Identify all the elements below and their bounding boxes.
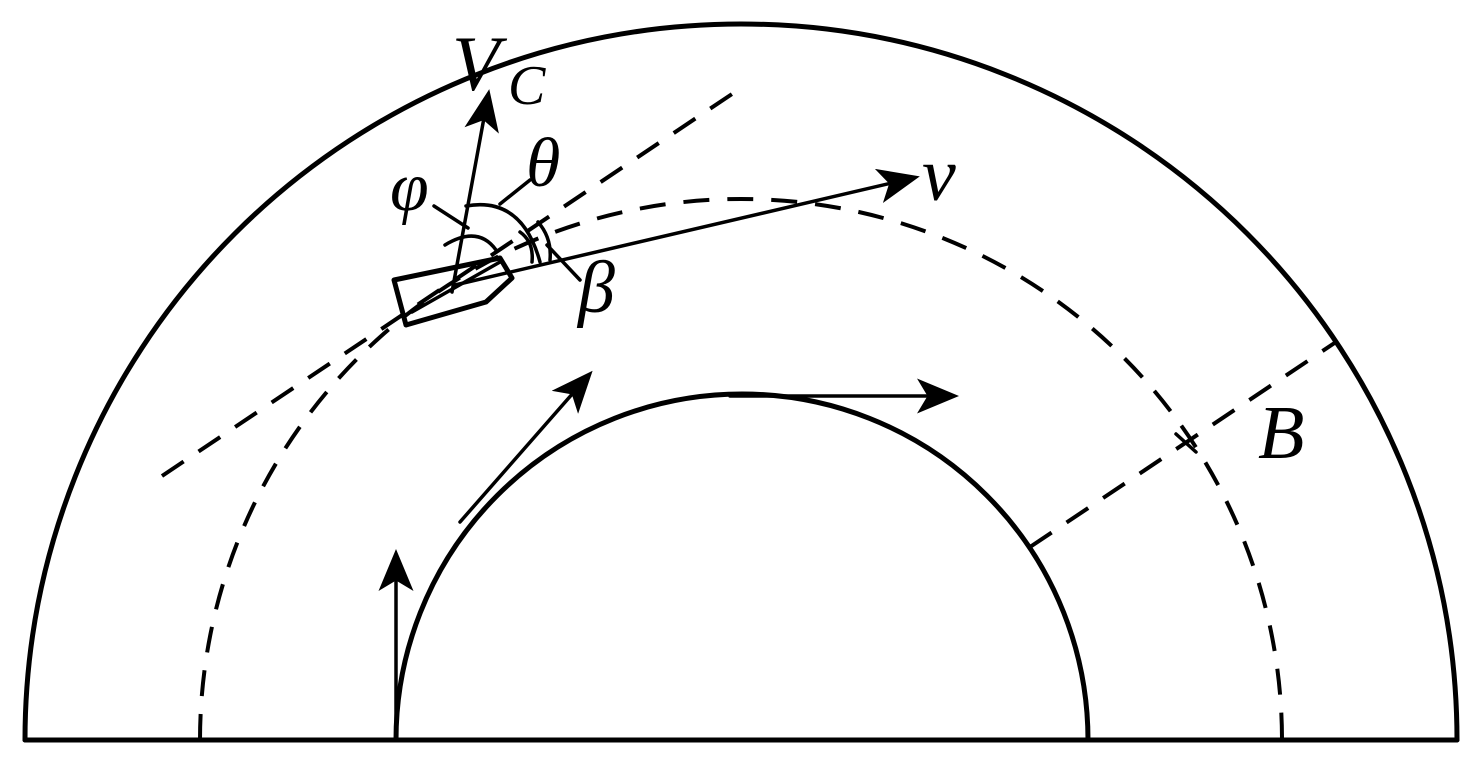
- radial-line-b: [1028, 340, 1338, 549]
- velocity-v-arrow: [453, 168, 920, 287]
- boat-icon: [391, 255, 515, 328]
- label-b: B: [1258, 391, 1304, 475]
- inner-bank: [393, 391, 1091, 743]
- boat-axis-extension: [160, 90, 737, 478]
- label-vc-subscript: C: [508, 55, 546, 117]
- label-phi: φ: [390, 149, 429, 226]
- label-vc: V: [452, 20, 508, 107]
- angle-arc-beta-inner: [518, 230, 534, 264]
- b-tick: [1174, 432, 1198, 454]
- boat-heading-line: [410, 260, 502, 314]
- label-theta: θ: [526, 125, 560, 202]
- angle-arc-beta-outer: [536, 220, 552, 262]
- angle-arc-theta: [464, 203, 542, 264]
- flow-arrow-diagonal: [458, 370, 593, 524]
- theta-leader: [498, 178, 532, 206]
- angle-arc-phi: [443, 234, 498, 252]
- phi-leader: [432, 204, 470, 230]
- outer-bank: [22, 21, 1460, 743]
- label-beta: β: [576, 247, 615, 329]
- beta-leader: [545, 243, 582, 282]
- dashed-trajectory: [198, 197, 1284, 741]
- velocity-vc-arrow: [450, 89, 499, 294]
- label-v: v: [922, 133, 956, 217]
